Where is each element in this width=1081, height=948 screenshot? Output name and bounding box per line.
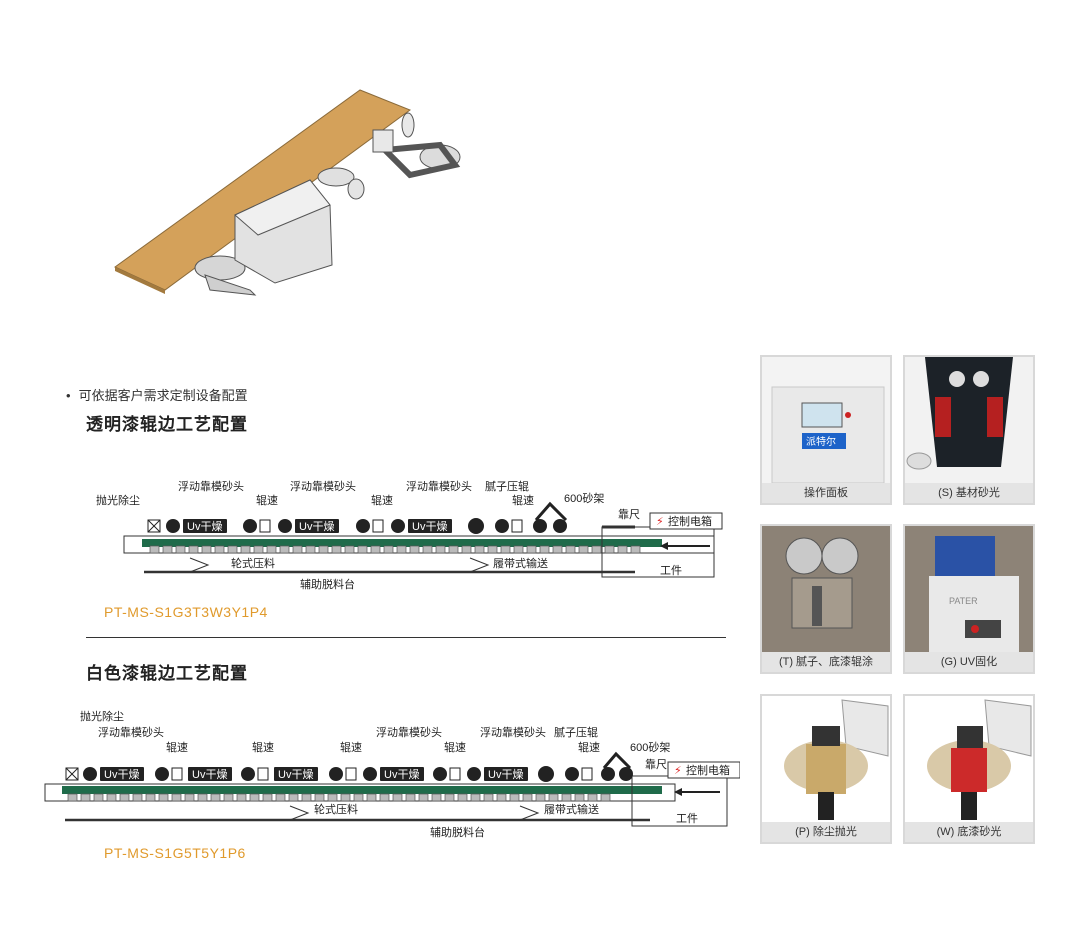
label-workpiece: 工件 [676,812,698,825]
uv-box-label: Uv干燥 [299,520,334,533]
label-polish: 抛光除尘 [80,710,124,723]
label-polish: 抛光除尘 [96,493,140,507]
section-title-white: 白色漆辊边工艺配置 [86,664,248,683]
label-speed: 辊速 [252,740,274,754]
photo-uv-curing: PATER (G) UV固化 [903,524,1035,674]
section-divider [86,637,726,638]
lightning-icon: ⚡ [656,516,664,528]
photo-substrate-sanding: (S) 基材砂光 [903,355,1035,505]
photo-caption: (T) 腻子、底漆辊涂 [762,652,890,672]
photo-caption: (P) 除尘抛光 [762,822,890,842]
label-putty-roller: 腻子压辊 [554,725,598,739]
label-speed: 辊速 [340,740,362,754]
label-aux-table: 辅助脱料台 [430,825,485,839]
photo-operation-panel: 派特尔 操作面板 [760,355,892,505]
label-ruler: 靠尺 [618,507,640,521]
uv-box-label: Uv干燥 [192,768,227,781]
label-aux-table: 辅助脱料台 [300,577,355,591]
label-track-conveyor: 履带式输送 [493,556,548,570]
uv-box-label: Uv干燥 [384,768,419,781]
label-float-sander: 浮动靠模砂头 [98,725,164,739]
photo-caption: 操作面板 [762,483,890,503]
uv-box-label: Uv干燥 [412,520,447,533]
label-wheel-press: 轮式压料 [231,556,275,570]
uv-box-label: Uv干燥 [278,768,313,781]
photo-dust-polishing: (P) 除尘抛光 [760,694,892,844]
machine-3d-illustration [114,89,461,296]
label-track-conveyor: 履带式输送 [544,802,599,816]
model-code-white: PT-MS-S1G5T5Y1P6 [104,845,246,861]
photo-caption: (G) UV固化 [905,652,1033,672]
label-ruler: 靠尺 [645,757,667,771]
section-title-clear: 透明漆辊边工艺配置 [86,415,248,434]
photo-caption: (W) 底漆砂光 [905,822,1033,842]
process-diagram-white: Uv干燥 Uv干燥 Uv干燥 Uv干燥 Uv干燥 抛光除尘 浮动靠模砂头 浮动靠… [44,710,740,839]
customization-note: 可依据客户需求定制设备配置 [66,385,248,404]
label-float-sander: 浮动靠模砂头 [480,725,546,739]
label-sand-frame: 600砂架 [564,492,604,505]
photo-putty-roller-coating: (T) 腻子、底漆辊涂 [760,524,892,674]
label-float-sander: 浮动靠模砂头 [376,725,442,739]
label-sand-frame: 600砂架 [630,741,670,754]
label-control-box: 控制电箱 [686,763,730,777]
uv-box-label: Uv干燥 [488,768,523,781]
label-speed: 辊速 [444,740,466,754]
brand-text: PATER [949,596,978,606]
process-diagram-clear: Uv干燥 Uv干燥 Uv干燥 抛光除尘 浮动靠模砂头 浮动靠模砂头 浮动靠模砂头… [96,480,723,591]
label-speed: 辊速 [512,493,534,507]
lightning-icon: ⚡ [674,765,682,777]
photo-primer-sanding: (W) 底漆砂光 [903,694,1035,844]
label-putty-roller: 腻子压辊 [485,480,529,493]
brand-logo-text: 派特尔 [806,435,836,448]
label-float-sander: 浮动靠模砂头 [290,480,356,493]
uv-box-label: Uv干燥 [104,768,139,781]
label-control-box: 控制电箱 [668,514,712,528]
label-speed: 辊速 [166,740,188,754]
label-float-sander: 浮动靠模砂头 [178,480,244,493]
label-speed: 辊速 [578,740,600,754]
label-wheel-press: 轮式压料 [314,802,358,816]
label-workpiece: 工件 [660,564,682,577]
uv-box-label: Uv干燥 [187,520,222,533]
label-float-sander: 浮动靠模砂头 [406,480,472,493]
photo-caption: (S) 基材砂光 [905,483,1033,503]
label-speed: 辊速 [371,493,393,507]
label-speed: 辊速 [256,493,278,507]
model-code-clear: PT-MS-S1G3T3W3Y1P4 [104,604,268,620]
